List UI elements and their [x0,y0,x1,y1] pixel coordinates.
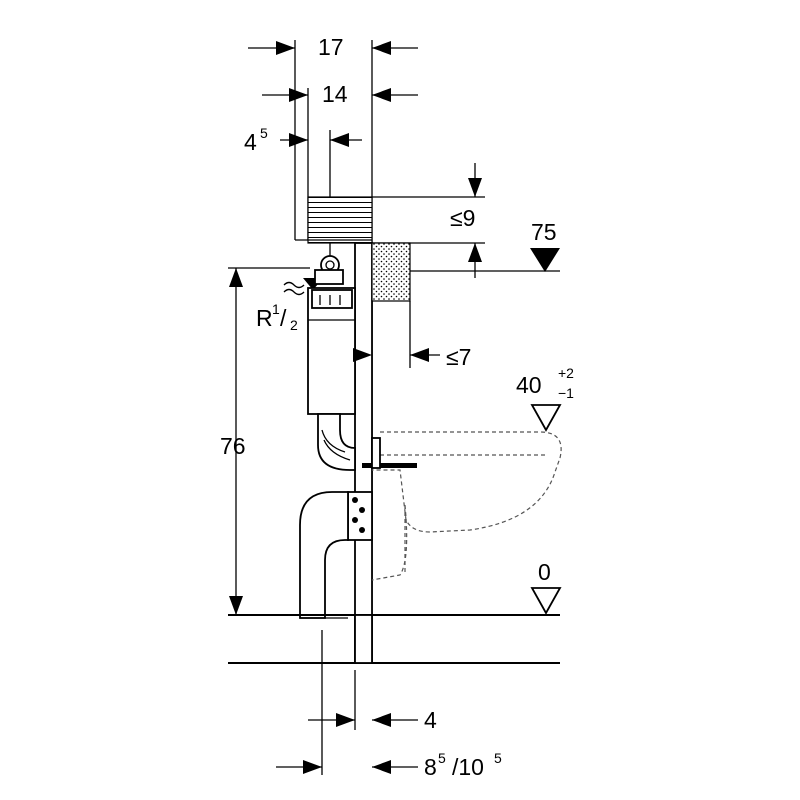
mounting-bolt [362,463,417,468]
bolt-bracket [371,437,381,469]
arrow-down-icon [229,596,243,615]
level-40-label: 40 [516,372,542,398]
level-40-tol-plus: +2 [558,365,574,381]
inlet-sup: 1 [272,301,280,317]
dimension-clearance-9: ≤9 [372,163,485,278]
frame-foot [354,614,373,664]
arrow-right-icon [289,88,308,102]
dimension-bottom-4: 4 [308,630,437,775]
level-40-tol-minus: −1 [558,385,574,401]
level-marker-open-icon [530,404,562,432]
arrow-left-icon [410,348,429,362]
inlet-sub: 2 [290,317,298,333]
arrow-up-icon [468,243,482,262]
dimension-17-label: 17 [318,34,344,60]
arrow-right-icon [336,713,355,727]
level-marker-open-icon [530,587,562,615]
arrow-left-icon [372,41,391,55]
inlet-label: R [256,305,273,331]
inlet-slash: / [280,305,287,331]
toilet-bowl-outline [372,431,562,533]
level-marker-filled-icon [530,248,560,272]
dimension-bottom-8-sup: 5 [438,750,446,766]
dimension-bottom-10-label: /10 [452,754,484,780]
dimension-14-label: 14 [322,81,348,107]
dimension-button-7: ≤7 [353,344,471,370]
water-inlet-icon [283,255,344,296]
dimension-bottom-4-label: 4 [424,707,437,733]
arrow-left-icon [372,88,391,102]
arrow-right-icon [276,41,295,55]
level-marker-0: 0 [228,559,562,616]
level-75-label: 75 [531,219,557,245]
level-0-label: 0 [538,559,551,585]
flush-pipe [317,413,356,471]
dimension-bottom-10-sup: 5 [494,750,502,766]
wall-block [371,242,411,302]
dimension-4-sup: 5 [260,125,268,141]
dimension-height-76: 76 [220,267,310,615]
cistern-top-box [307,196,373,244]
dimension-76-label: 76 [220,433,246,459]
drain-elbow [299,491,349,619]
dimension-bottom-8-5: 8 5 /10 5 [276,750,502,780]
drain-connector [347,491,373,541]
cistern-valve [311,289,353,309]
dimension-bottom-8-label: 8 [424,754,437,780]
arrow-right-icon [303,760,322,774]
arrow-left-icon [330,133,349,147]
arrow-right-icon [289,133,308,147]
arrow-left-icon [372,713,391,727]
dimension-7-label: ≤7 [446,344,471,370]
level-marker-75: 75 [410,219,560,272]
dimension-9-label: ≤9 [450,205,475,231]
arrow-left-icon [372,760,391,774]
arrow-down-icon [468,178,482,197]
arrow-right-icon [353,348,372,362]
level-marker-40: 40 +2 −1 [516,365,574,432]
frame-post [354,242,373,664]
dimension-4-label: 4 [244,129,257,155]
arrow-up-icon [229,268,243,287]
